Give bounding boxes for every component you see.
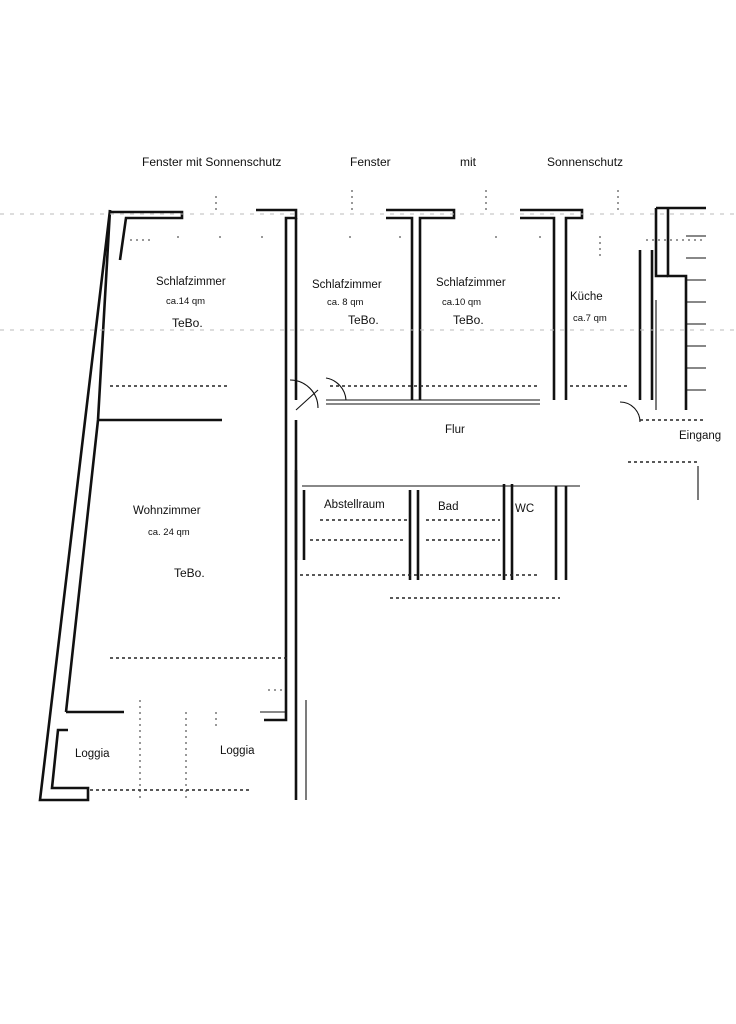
guide-lines — [0, 213, 736, 331]
window-label-left: Fenster mit Sonnenschutz — [142, 155, 282, 169]
room-name-living: Wohnzimmer — [133, 505, 201, 517]
north-facade-wall — [110, 206, 706, 400]
room-name-wc: WC — [515, 503, 535, 515]
staircase — [628, 208, 706, 500]
floor-type-bedroom3: TeBo. — [453, 313, 484, 327]
floor-type-bedroom1: TeBo. — [172, 316, 203, 330]
room-area-living: ca. 24 qm — [148, 527, 190, 538]
room-name-bedroom3: Schlafzimmer — [436, 277, 506, 289]
room-name-bedroom1: Schlafzimmer — [156, 276, 226, 288]
room-name-storage: Abstellraum — [324, 499, 385, 511]
room-name-loggia2: Loggia — [220, 745, 255, 757]
living-room-walls — [66, 400, 307, 800]
interior-walls — [110, 232, 654, 405]
room-name-hallway: Flur — [445, 424, 465, 436]
room-name-bath: Bad — [438, 501, 459, 513]
room-name-bedroom2: Schlafzimmer — [312, 279, 382, 291]
service-room-walls — [294, 470, 580, 599]
window-label-sonnenschutz: Sonnenschutz — [547, 155, 624, 169]
window-label-fenster: Fenster — [350, 155, 391, 169]
room-name-kitchen: Küche — [570, 291, 603, 303]
dimension-marks — [130, 190, 706, 800]
floor-type-bedroom2: TeBo. — [348, 313, 379, 327]
room-area-bedroom2: ca. 8 qm — [327, 297, 364, 308]
room-area-bedroom1: ca.14 qm — [166, 296, 206, 307]
door-swings — [289, 377, 641, 423]
room-area-kitchen: ca.7 qm — [573, 313, 607, 324]
floor-type-living: TeBo. — [174, 566, 205, 580]
room-name-entrance: Eingang — [679, 430, 722, 442]
window-label-mit: mit — [460, 155, 476, 169]
room-name-loggia1: Loggia — [75, 748, 110, 760]
room-area-bedroom3: ca.10 qm — [442, 297, 482, 308]
